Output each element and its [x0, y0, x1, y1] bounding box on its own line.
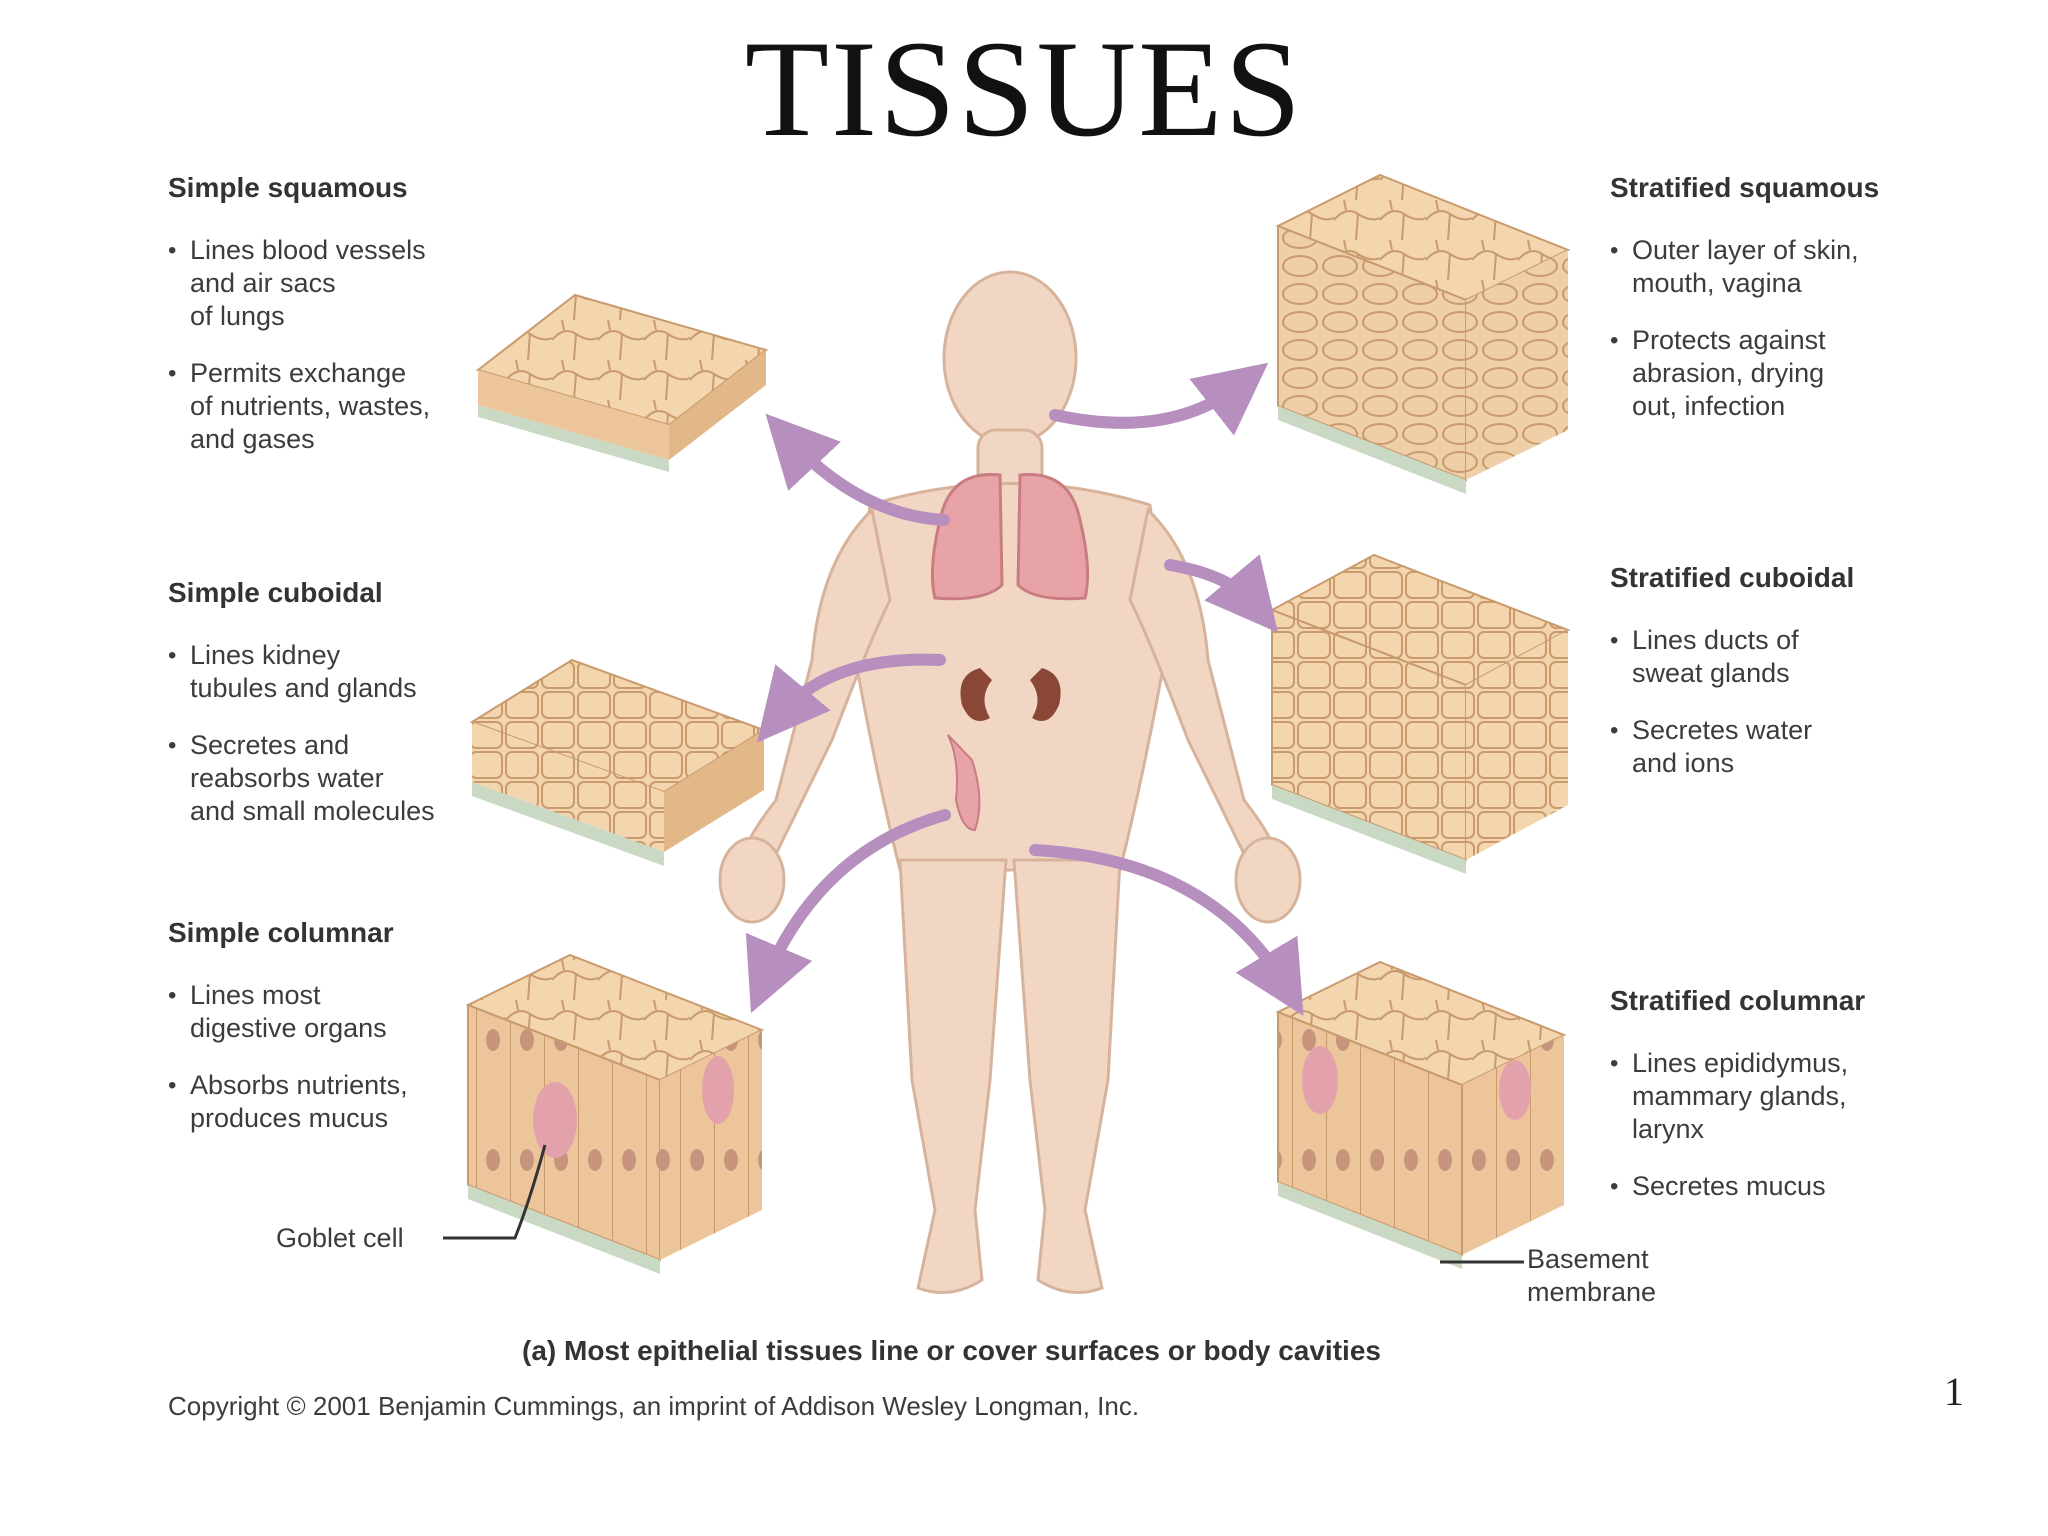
page-number: 1: [1944, 1369, 1964, 1414]
arrow-to-simple-cuboidal: [756, 653, 946, 743]
stratified-squamous-panel: Stratified squamous Outer layer of skin,…: [1610, 172, 1879, 447]
figure-caption: (a) Most epithelial tissues line or cove…: [522, 1335, 1381, 1366]
stratified-squamous-heading: Stratified squamous: [1610, 172, 1880, 203]
intestine: [947, 734, 981, 832]
stratified-cuboidal-heading: Stratified cuboidal: [1610, 562, 1855, 593]
bullet-item: Secretes mucus: [1610, 1170, 1865, 1203]
simple-columnar-panel: Simple columnar Lines most digestive org…: [168, 917, 408, 1159]
bullet-item: Absorbs nutrients, produces mucus: [168, 1069, 408, 1135]
bullet-item: Lines epididymus, mammary glands, larynx: [1610, 1047, 1865, 1146]
page-title: TISSUES: [744, 12, 1304, 165]
simple-squamous-panel: Simple squamous Lines blood vessels and …: [168, 172, 430, 480]
stratified-columnar-panel: Stratified columnar Lines epididymus, ma…: [1610, 985, 1865, 1227]
goblet-cell-leader: [443, 1144, 547, 1240]
bullet-item: Lines ducts of sweat glands: [1610, 624, 1854, 690]
stratified-cuboidal-panel: Stratified cuboidal Lines ducts of sweat…: [1610, 562, 1854, 804]
goblet-cell-label: Goblet cell: [276, 1223, 404, 1253]
stratified-cuboidal-block: [1269, 553, 1571, 874]
torso: [850, 482, 1170, 872]
tissue-arrows: [745, 362, 1304, 1016]
arrow-to-stratified-cuboidal: [1164, 554, 1279, 633]
bullet-item: Permits exchange of nutrients, wastes, a…: [168, 357, 430, 456]
bullet-item: Secretes water and ions: [1610, 714, 1854, 780]
stratified-columnar-block: [1275, 960, 1567, 1269]
right-kidney: [1030, 668, 1061, 722]
simple-cuboidal-heading: Simple cuboidal: [168, 577, 383, 608]
left-kidney: [960, 668, 992, 722]
simple-cuboidal-block: [469, 658, 767, 866]
goblet-cell: [533, 1082, 577, 1158]
bullet-item: Lines most digestive organs: [168, 979, 408, 1045]
bullet-item: Lines kidney tubules and glands: [168, 639, 435, 705]
basement-membrane-label: Basement membrane: [1527, 1244, 1657, 1307]
bullet-item: Outer layer of skin, mouth, vagina: [1610, 234, 1879, 300]
stratified-columnar-heading: Stratified columnar: [1610, 985, 1866, 1016]
simple-squamous-block: [475, 293, 769, 472]
left-hand: [718, 836, 786, 924]
right-hand: [1234, 836, 1302, 924]
arrow-to-stratified-squamous: [1049, 362, 1269, 436]
copyright-notice: Copyright © 2001 Benjamin Cummings, an i…: [168, 1391, 1140, 1421]
left-leg: [898, 858, 1008, 1294]
arrow-to-stratified-columnar: [1029, 844, 1304, 1016]
arrow-to-simple-squamous: [765, 413, 950, 526]
stratified-squamous-block: [1275, 173, 1571, 494]
human-body-figure: [718, 270, 1302, 1294]
right-leg: [1012, 858, 1122, 1294]
arrow-to-simple-columnar: [745, 809, 951, 1014]
left-lung: [930, 473, 1004, 601]
bullet-item: Protects against abrasion, drying out, i…: [1610, 324, 1879, 423]
bullet-item: Lines blood vessels and air sacs of lung…: [168, 234, 430, 333]
simple-columnar-block: [465, 953, 765, 1274]
simple-cuboidal-panel: Simple cuboidal Lines kidney tubules and…: [168, 577, 435, 852]
bullet-item: Secretes and reabsorbs water and small m…: [168, 729, 435, 828]
simple-squamous-heading: Simple squamous: [168, 172, 408, 203]
simple-columnar-heading: Simple columnar: [168, 917, 394, 948]
right-lung: [1016, 473, 1090, 601]
